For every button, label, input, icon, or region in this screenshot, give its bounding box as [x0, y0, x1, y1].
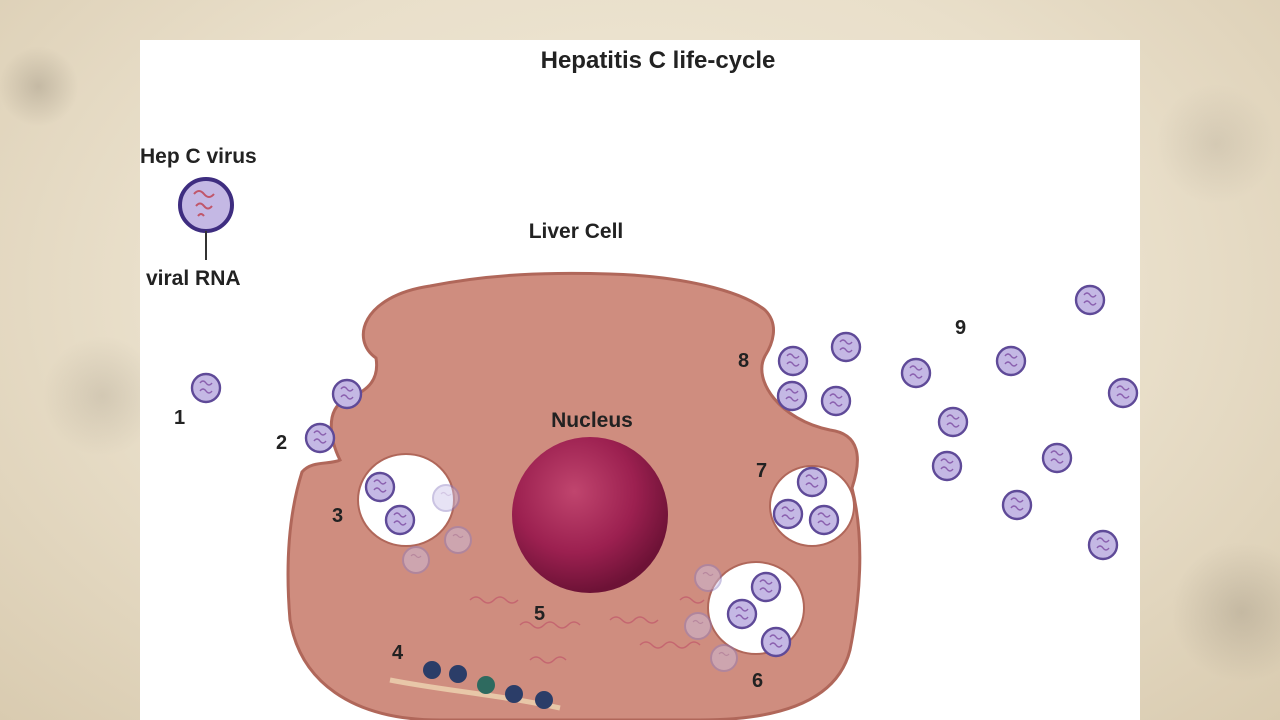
hep-c-virus-label: Hep C virus — [140, 145, 257, 168]
virus-particle — [364, 471, 396, 503]
step-9-label: 9 — [955, 317, 966, 339]
virus-particle — [1001, 489, 1033, 521]
virus-particle — [820, 385, 852, 417]
virus-particle — [1074, 284, 1106, 316]
ribosome — [505, 685, 523, 703]
virus-particle — [402, 546, 430, 574]
step-6-label: 6 — [752, 670, 763, 692]
nucleus — [512, 437, 668, 593]
viral-rna-strands — [469, 596, 705, 664]
ribosomes — [423, 661, 553, 709]
hepatitis-c-diagram: Hepatitis C life-cycle Hep C virus viral… — [140, 47, 1139, 720]
virus-particle — [384, 504, 416, 536]
step-5-label: 5 — [534, 603, 545, 625]
ribosome — [535, 691, 553, 709]
virus-particle — [796, 466, 828, 498]
viral-rna-label: viral RNA — [146, 267, 241, 290]
virus-particle — [304, 422, 336, 454]
diagram-title: Hepatitis C life-cycle — [541, 47, 776, 74]
virus-particle — [830, 331, 862, 363]
virus-particle — [777, 345, 809, 377]
nucleus-label: Nucleus — [551, 409, 633, 432]
ribosome — [449, 665, 467, 683]
virus-particle — [1107, 377, 1139, 409]
virus-legend: Hep C virus viral RNA — [140, 145, 257, 290]
step-3-label: 3 — [332, 505, 343, 527]
virus-particle — [776, 380, 808, 412]
virus-particle — [772, 498, 804, 530]
virus-particle — [808, 504, 840, 536]
virus-particle — [1041, 442, 1073, 474]
virus-particle — [710, 644, 738, 672]
ribosome — [477, 676, 495, 694]
diagram-panel: Hepatitis C life-cycle Hep C virus viral… — [140, 40, 1140, 720]
step-8-label: 8 — [738, 350, 749, 372]
virus-particle — [726, 598, 758, 630]
virus-particle — [694, 564, 722, 592]
step-4-label: 4 — [392, 642, 404, 664]
liver-cell-label: Liver Cell — [529, 220, 624, 243]
virus-particle — [931, 450, 963, 482]
virus-particle — [750, 571, 782, 603]
step-7-label: 7 — [756, 460, 767, 482]
ribosome — [423, 661, 441, 679]
legend-virus-icon — [178, 177, 234, 233]
virus-particle — [1087, 529, 1119, 561]
virus-particle — [331, 378, 363, 410]
virus-particle — [684, 612, 712, 640]
virus-particle — [995, 345, 1027, 377]
virus-particle — [432, 484, 460, 512]
step-1-label: 1 — [174, 407, 185, 429]
virus-particle — [760, 626, 792, 658]
virus-particle — [900, 357, 932, 389]
virus-particle — [444, 526, 472, 554]
step-2-label: 2 — [276, 432, 287, 454]
virus-particle — [937, 406, 969, 438]
virus-particle — [190, 372, 222, 404]
